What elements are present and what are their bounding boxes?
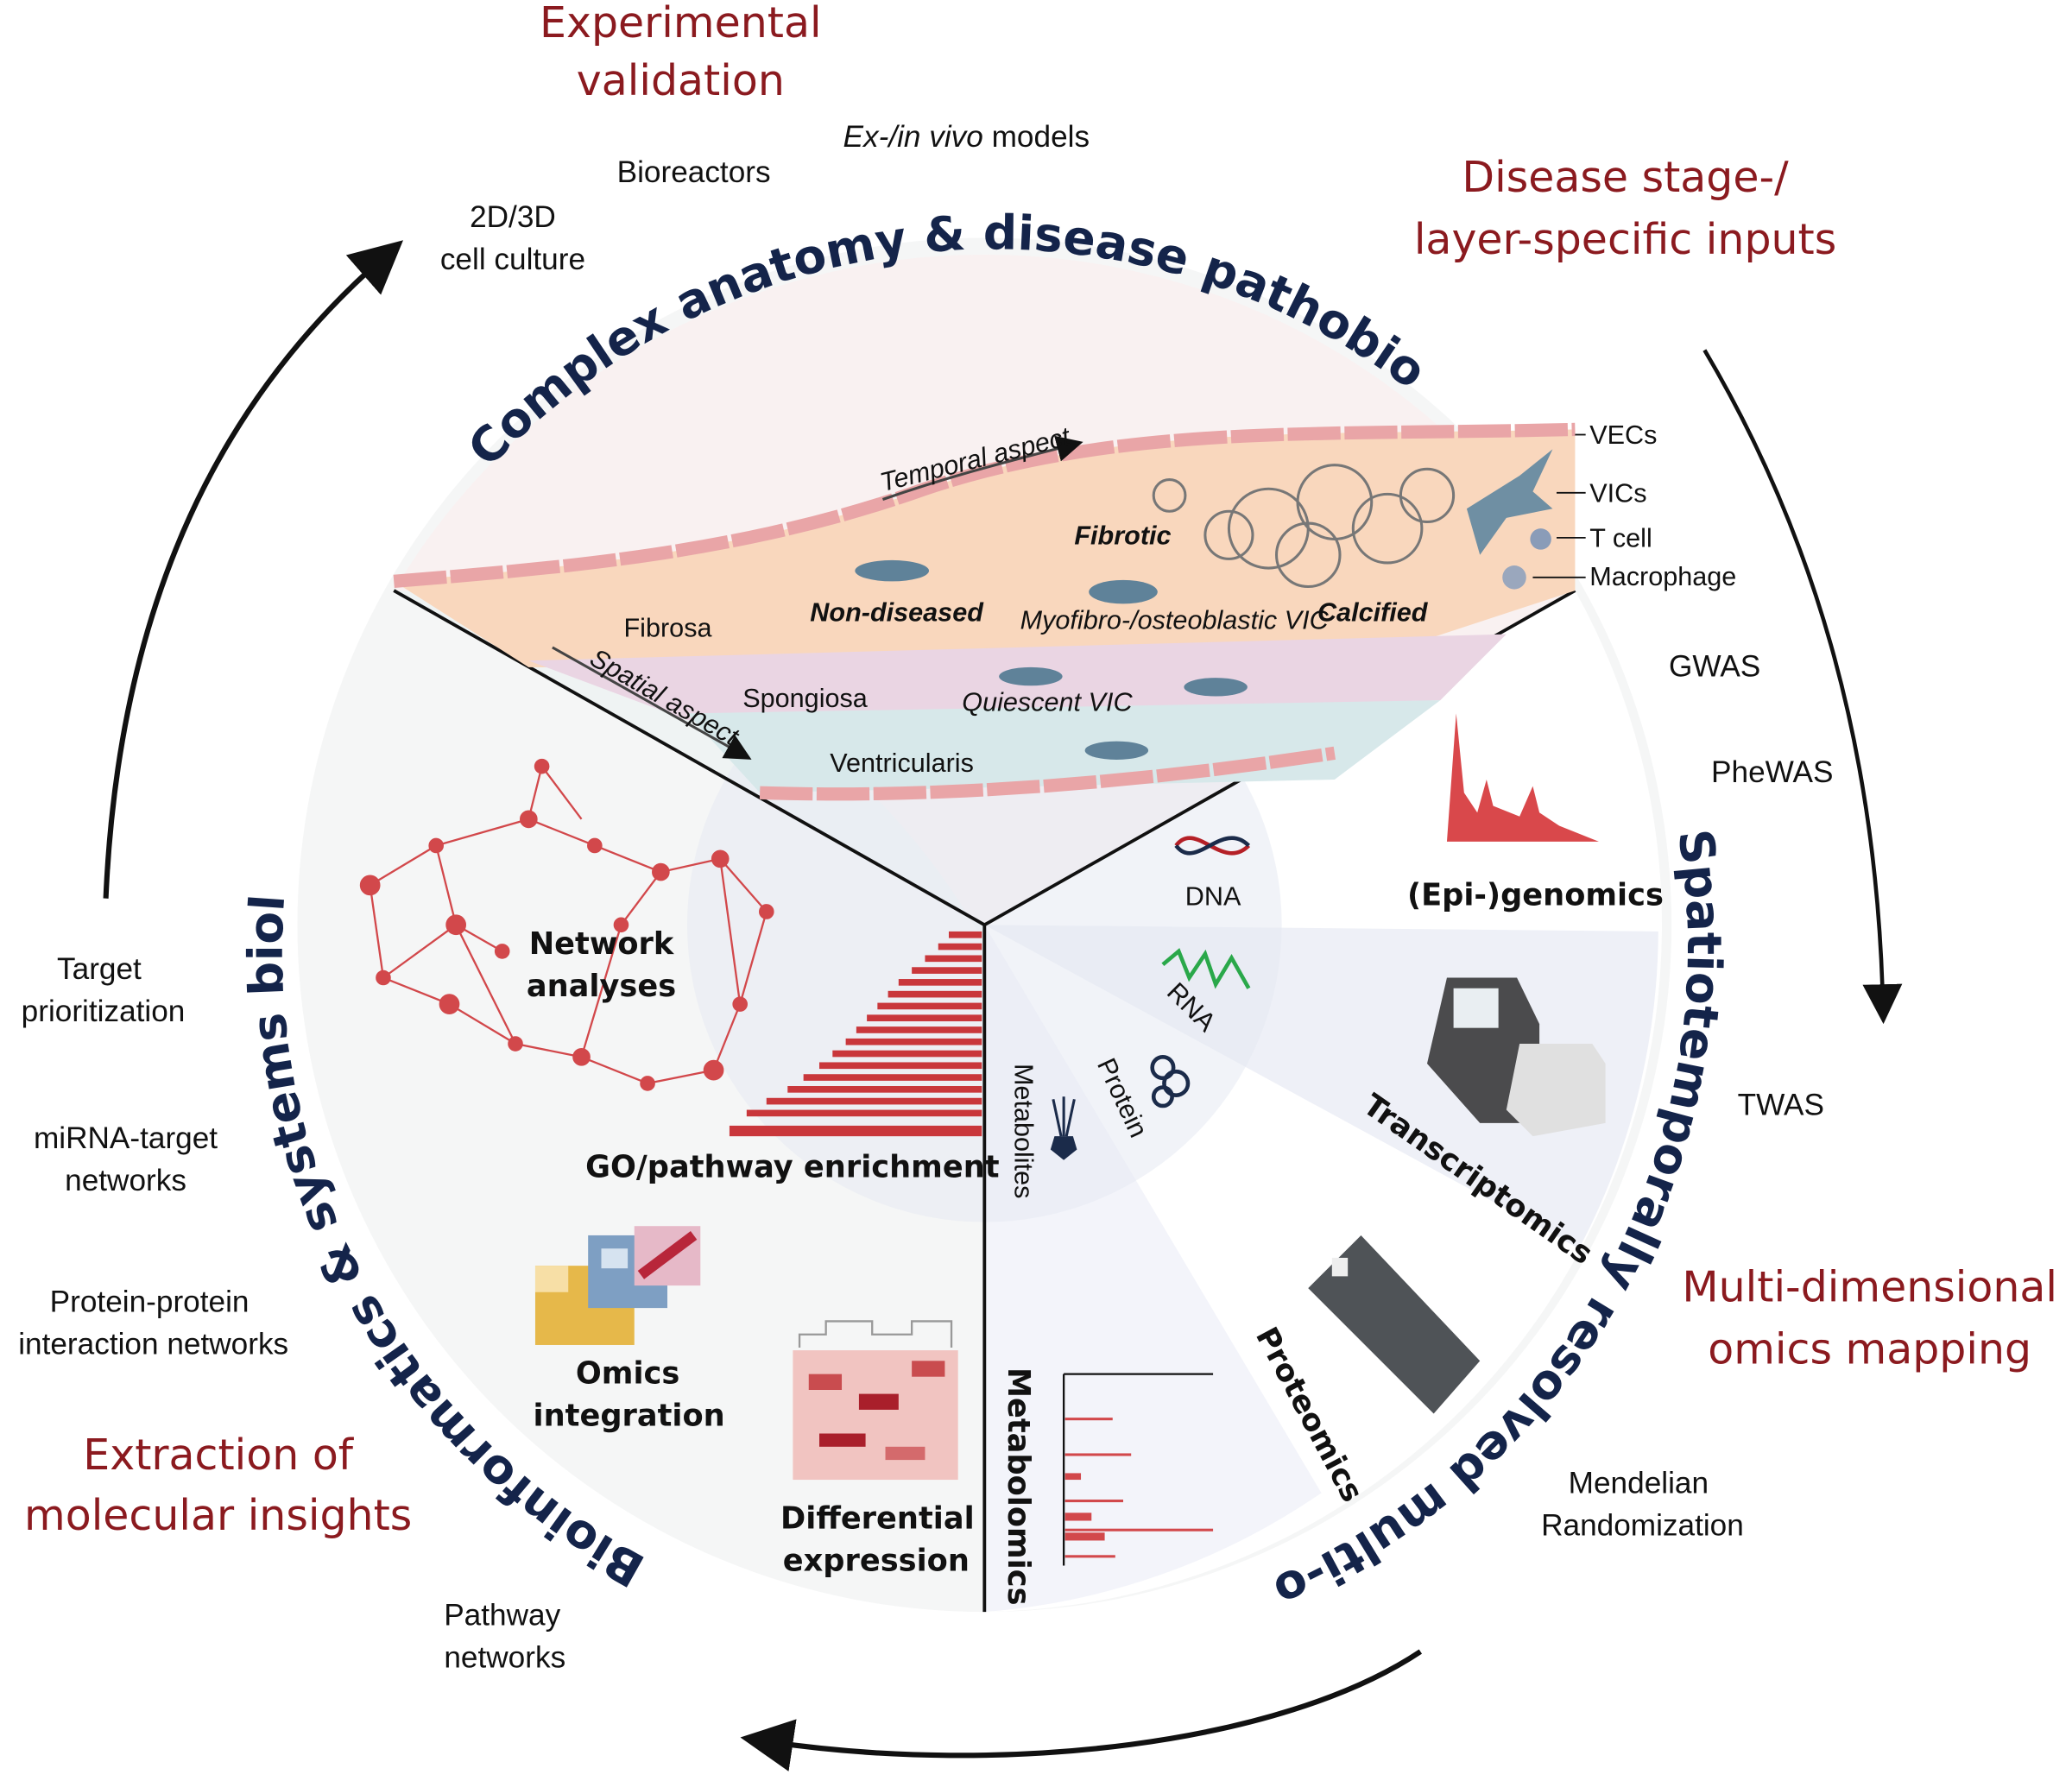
mendelian-1: Mendelian <box>1569 1466 1709 1500</box>
vec-bottom-lining <box>759 746 1336 801</box>
heading-extraction-2: molecular insights <box>24 1491 412 1540</box>
layer-fibrosa: Fibrosa <box>624 614 713 643</box>
mirna-target-1: miRNA-target <box>34 1121 218 1155</box>
mass-spectrometer-icon <box>1308 1235 1481 1414</box>
label-differential-1: Differential <box>780 1501 975 1537</box>
target-prioritization-1: Target <box>57 952 142 986</box>
legend-t-cell: T cell <box>1589 524 1652 553</box>
cell-quiescent-vic: Quiescent VIC <box>962 687 1133 717</box>
label-differential-2: expression <box>783 1544 970 1579</box>
heading-experimental-validation-2: validation <box>577 56 785 105</box>
cycle-arrow-bottom[interactable] <box>740 1649 1423 1772</box>
label-go-enrichment: GO/pathway enrichment <box>585 1150 1000 1185</box>
cell-culture-1: 2D/3D <box>470 200 556 234</box>
gwas: GWAS <box>1669 650 1760 684</box>
legend-vics: VICs <box>1589 479 1646 508</box>
temporal-arrow-icon <box>881 435 1083 501</box>
heading-disease-stage-1: Disease stage-/ <box>1462 153 1789 202</box>
differential-expression-heatmap-icon <box>793 1320 958 1481</box>
valve-tissue <box>393 422 1586 801</box>
label-epigenomics: (Epi-)genomics <box>1407 877 1664 913</box>
pathway-networks-2: networks <box>444 1640 565 1674</box>
ex-in-vivo-models: Ex-/in vivo models <box>843 120 1090 154</box>
spatial-arrow-icon <box>552 646 752 760</box>
label-metabolomics: Metabolomics <box>1001 1367 1036 1606</box>
vic-myofibro-icon <box>1089 579 1158 604</box>
heading-experimental-validation-1: Experimental <box>540 0 822 47</box>
pathway-networks-1: Pathway <box>444 1598 560 1632</box>
rna-icon <box>1161 948 1251 989</box>
twas: TWAS <box>1738 1089 1824 1122</box>
mirna-target-2: networks <box>65 1164 186 1197</box>
vic-nondiseased-icon <box>855 559 930 582</box>
mendelian-2: Randomization <box>1541 1508 1744 1542</box>
dna-icon <box>1174 836 1251 856</box>
label-network-2: analyses <box>527 969 676 1004</box>
sequencer-icon <box>1427 977 1606 1137</box>
cell-culture-2: cell culture <box>440 243 585 276</box>
vec-top-lining <box>393 422 1576 589</box>
go-enrichment-bars <box>729 931 982 1137</box>
molecule-dna: DNA <box>1185 881 1241 911</box>
legend-vecs: VECs <box>1589 420 1657 450</box>
divider-left <box>393 589 986 926</box>
stage-calcified: Calcified <box>1317 597 1429 627</box>
legend-leaders <box>1532 433 1586 578</box>
cell-myofibro-vic: Myofibro-/osteoblastic VIC <box>1020 605 1330 635</box>
heading-multi-dimensional-2: omics mapping <box>1708 1324 2031 1374</box>
vic-quiescent-icon <box>999 666 1063 686</box>
heading-disease-stage-2: layer-specific inputs <box>1414 215 1836 264</box>
t-cell-icon <box>1530 528 1551 550</box>
molecule-metabolites: Metabolites <box>1009 1064 1039 1198</box>
label-omics-integration-2: integration <box>534 1398 725 1433</box>
layer-ventricularis: Ventricularis <box>830 748 974 778</box>
stage-fibrotic: Fibrotic <box>1074 521 1171 551</box>
vic-spongiosa-icon <box>1184 678 1248 697</box>
calcified-nodules <box>1152 464 1456 589</box>
metabolomics-spectrum-icon <box>1062 1373 1214 1566</box>
phewas: PheWAS <box>1711 755 1833 789</box>
network-graph-icon <box>359 758 774 1091</box>
legend-macrophage: Macrophage <box>1589 562 1736 591</box>
target-prioritization-2: prioritization <box>22 995 186 1028</box>
vic-ventricularis-icon <box>1084 741 1149 760</box>
bioreactors: Bioreactors <box>617 155 771 189</box>
heading-multi-dimensional-1: Multi-dimensional <box>1682 1262 2057 1311</box>
metabolite-icon <box>1050 1096 1077 1160</box>
cycle-arrow-left[interactable] <box>103 240 404 899</box>
cycle-arrow-right[interactable] <box>1702 349 1903 1025</box>
vic-cell-icon <box>1466 449 1553 555</box>
label-omics-integration-1: Omics <box>576 1355 679 1391</box>
omics-integration-heatmaps-icon <box>534 1226 701 1345</box>
label-network-1: Network <box>529 926 675 962</box>
layer-spongiosa: Spongiosa <box>742 684 869 713</box>
stage-non-diseased: Non-diseased <box>810 597 984 627</box>
protein-icon <box>1150 1055 1191 1108</box>
heading-extraction-1: Extraction of <box>83 1430 355 1480</box>
genomics-peaks-icon <box>1413 713 1599 842</box>
ppi-1: Protein-protein <box>50 1285 250 1319</box>
macrophage-icon <box>1502 565 1526 590</box>
ppi-2: interaction networks <box>18 1328 288 1361</box>
